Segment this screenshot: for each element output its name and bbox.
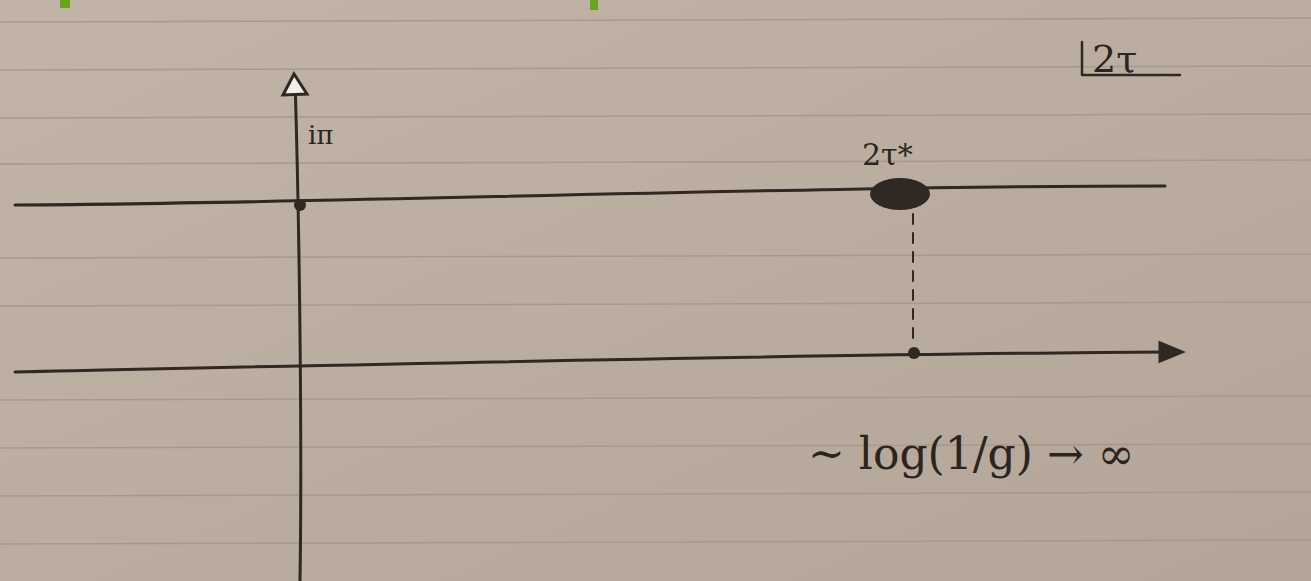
point-label: 2τ* (862, 140, 913, 170)
header-fragment (60, 0, 598, 10)
axes (15, 42, 1182, 581)
line-im-pi (15, 186, 1165, 205)
plane-label: 2τ (1092, 40, 1137, 78)
axis-arrowhead (283, 74, 307, 95)
ruled-lines (0, 18, 1311, 544)
axis-arrowhead (1160, 343, 1182, 361)
points (294, 178, 930, 359)
real-axis (15, 352, 1170, 372)
axis-value: iπ (308, 122, 333, 148)
asymptotic-label: ~ log(1/g) → ∞ (808, 432, 1134, 476)
imaginary-axis (295, 78, 301, 581)
dashed-projection (912, 214, 914, 345)
